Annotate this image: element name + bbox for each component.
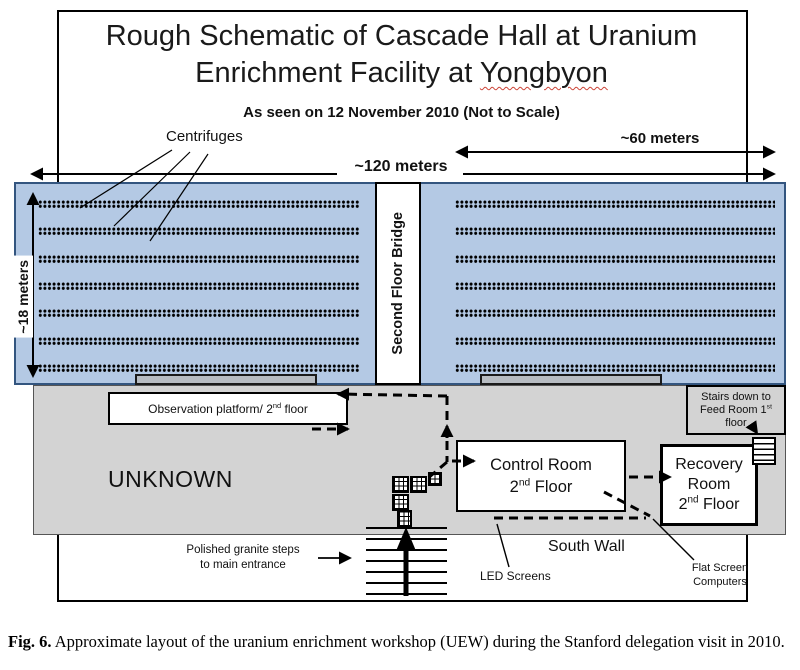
centrifuge-row xyxy=(38,281,360,290)
centrifuge-row xyxy=(455,363,775,372)
recovery-room-box: Recovery Room 2nd Floor xyxy=(660,444,758,526)
caption-fig-label: Fig. 6. xyxy=(8,631,52,651)
centrifuge-row xyxy=(38,309,360,318)
table-hatch-icon xyxy=(397,510,412,528)
rr-sup: nd xyxy=(687,494,699,506)
centrifuge-row xyxy=(455,309,775,318)
south-wall-label: South Wall xyxy=(548,538,625,555)
stairs-room-box: Stairs down to Feed Room 1st floor xyxy=(686,385,786,435)
dimension-120m-label: ~120 meters xyxy=(354,158,448,175)
dimension-18m-label: ~18 meters xyxy=(13,256,33,338)
recovery-room-line1: Recovery xyxy=(675,456,743,473)
stairs-line2: Feed Room 1st xyxy=(700,402,772,417)
title-line2: Enrichment Facility at Yongbyon xyxy=(57,55,746,92)
rr-pre: 2 xyxy=(678,496,688,513)
flat-screen-computers-label: Flat Screen Computers xyxy=(674,561,766,589)
rr-post: Floor xyxy=(698,496,740,513)
centrifuge-row xyxy=(455,254,775,263)
dimension-60m-label: ~60 meters xyxy=(620,130,700,147)
centrifuge-row xyxy=(38,227,360,236)
flat-line2: Computers xyxy=(693,576,747,588)
figure-title: Rough Schematic of Cascade Hall at Urani… xyxy=(57,18,746,92)
recovery-room-line2: Room xyxy=(687,476,731,493)
centrifuge-row xyxy=(455,281,775,290)
observation-platform-label: Observation platform/ 2nd floor xyxy=(148,400,308,416)
table-hatch-icon xyxy=(428,472,442,486)
caption-text: Approximate layout of the uranium enrich… xyxy=(51,631,785,651)
centrifuge-row xyxy=(38,254,360,263)
stairs-icon xyxy=(752,437,776,465)
control-room-box: Control Room 2nd Floor xyxy=(456,440,626,512)
centrifuge-row xyxy=(455,336,775,345)
granite-steps-label: Polished granite steps to main entrance xyxy=(168,543,318,573)
observation-platform-bar-left xyxy=(135,374,317,385)
title-line2-prefix: Enrichment Facility at xyxy=(195,57,480,89)
title-yongbyon: Yongbyon xyxy=(479,57,608,89)
recovery-room-line3: 2nd Floor xyxy=(679,495,740,515)
granite-line1: Polished granite steps xyxy=(186,544,300,556)
control-room-line2: 2nd Floor xyxy=(510,476,573,498)
centrifuge-row xyxy=(38,200,360,208)
obs-post: floor xyxy=(281,401,308,416)
flat-line1: Flat Screen xyxy=(691,562,749,574)
centrifuge-row xyxy=(38,363,360,372)
granite-line2: to main entrance xyxy=(200,559,286,571)
centrifuge-row xyxy=(38,336,360,345)
table-hatch-icon xyxy=(392,494,409,511)
centrifuge-block-right xyxy=(455,200,775,372)
stairs-pre: Feed Room 1 xyxy=(700,403,767,416)
centrifuge-row xyxy=(455,200,775,208)
cr-post: Floor xyxy=(530,478,573,496)
led-screens-label: LED Screens xyxy=(480,569,551,583)
centrifuges-label: Centrifuges xyxy=(166,128,243,145)
second-floor-bridge: Second Floor Bridge xyxy=(375,182,421,385)
stairs-sup: st xyxy=(766,402,772,410)
title-line1: Rough Schematic of Cascade Hall at Urani… xyxy=(105,20,698,52)
observation-platform-bar-right xyxy=(480,374,662,385)
figure-subtitle: As seen on 12 November 2010 (Not to Scal… xyxy=(243,104,560,121)
cr-sup: nd xyxy=(518,477,531,489)
obs-pre: Observation platform/ 2 xyxy=(148,401,273,416)
figure-caption: Fig. 6. Approximate layout of the uraniu… xyxy=(8,631,792,653)
bridge-label: Second Floor Bridge xyxy=(390,212,406,355)
cr-pre: 2 xyxy=(509,478,519,496)
observation-platform-label-box: Observation platform/ 2nd floor xyxy=(108,392,348,425)
centrifuge-block-left xyxy=(38,200,360,372)
unknown-area-label: UNKNOWN xyxy=(108,466,233,492)
table-hatch-icon xyxy=(392,476,409,493)
obs-sup: nd xyxy=(272,400,282,410)
stairs-line1: Stairs down to xyxy=(701,390,771,403)
centrifuge-row xyxy=(455,227,775,236)
control-room-line1: Control Room xyxy=(490,456,592,474)
stairs-line3: floor xyxy=(725,416,747,429)
table-hatch-icon xyxy=(410,476,427,493)
